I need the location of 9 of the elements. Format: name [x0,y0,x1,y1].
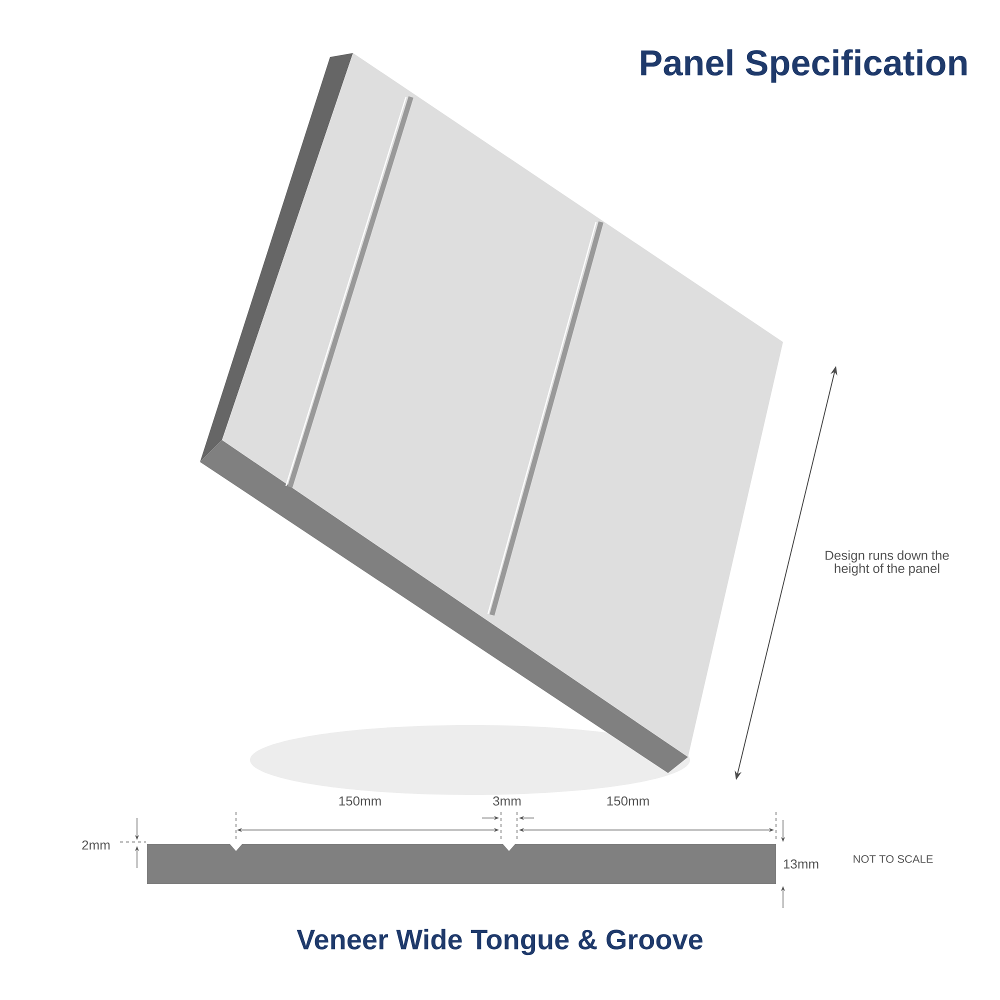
dimension-label: 13mm [784,859,818,869]
dimension-label: 2mm [82,840,110,850]
title: Panel Specification [641,49,967,83]
dimension-label: 150mm [339,796,381,806]
note-text: NOT TO SCALE [854,855,933,863]
note-text: Design runs down the height of the panel [826,550,949,576]
dimension-label: 3mm [493,796,521,806]
caption: Veneer Wide Tongue & Groove [296,928,702,956]
dimension-label: 150mm [607,796,649,806]
